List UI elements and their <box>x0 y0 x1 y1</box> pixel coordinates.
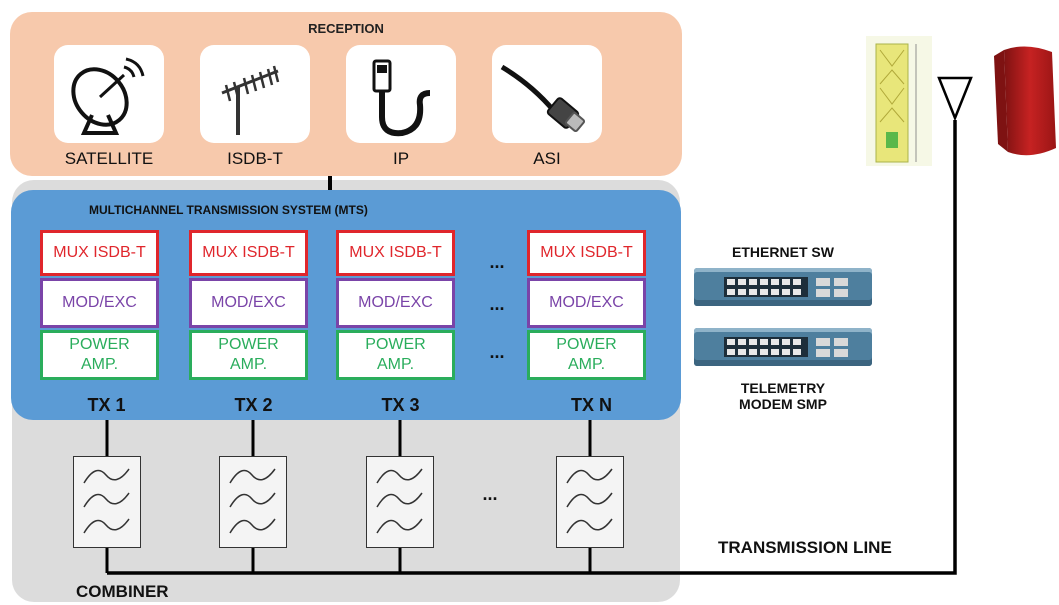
amp-line1: POWER <box>556 336 617 353</box>
tx2-mod: MOD/EXC <box>189 278 308 328</box>
panel-antenna-icon <box>875 43 917 163</box>
tx3-mux: MUX ISDB-T <box>336 230 455 276</box>
mux-ellipsis: ... <box>489 252 505 272</box>
bandpass-filter-icon <box>229 468 276 534</box>
isdbt-source <box>200 45 310 143</box>
combiner-label: COMBINER <box>76 582 169 601</box>
asi-source <box>492 45 602 143</box>
bandpass-filter-icon <box>376 468 423 534</box>
txn-label: TX N <box>570 395 612 415</box>
telemetry-label: TELEMETRY MODEM SMP <box>694 380 872 412</box>
asi-label: ASI <box>533 149 561 168</box>
tx1-label: TX 1 <box>87 395 126 415</box>
mod-ellipsis: ... <box>489 294 505 314</box>
tx1-mod: MOD/EXC <box>40 278 159 328</box>
filter-n <box>556 456 624 548</box>
transmission-line-wire <box>107 120 957 575</box>
ip-label: IP <box>392 149 410 168</box>
tx2-amp: POWER AMP. <box>189 330 308 380</box>
antenna-icon <box>937 76 973 122</box>
tx1-mux: MUX ISDB-T <box>40 230 159 276</box>
antenna-panel-image <box>866 36 932 166</box>
ip-source <box>346 45 456 143</box>
filter-3 <box>366 456 434 548</box>
mts-title: MULTICHANNEL TRANSMISSION SYSTEM (MTS) <box>89 203 368 217</box>
amp-line1: POWER <box>69 336 130 353</box>
ethernet-cable-icon <box>372 59 431 137</box>
tx1-amp: POWER AMP. <box>40 330 159 380</box>
tx3-label: TX 3 <box>381 395 420 415</box>
tx2-label: TX 2 <box>234 395 273 415</box>
filter-1 <box>73 456 141 548</box>
tx3-mod: MOD/EXC <box>336 278 455 328</box>
txn-mod: MOD/EXC <box>527 278 646 328</box>
amp-line2: AMP. <box>80 356 119 373</box>
amp-line2: AMP. <box>567 356 606 373</box>
satellite-source <box>54 45 164 143</box>
tx3-amp: POWER AMP. <box>336 330 455 380</box>
txn-mux: MUX ISDB-T <box>527 230 646 276</box>
tv-antenna-icon <box>221 65 280 135</box>
filter-ellipsis: ... <box>482 484 498 504</box>
amp-line2: AMP. <box>229 356 268 373</box>
isdbt-label: ISDB-T <box>227 149 283 168</box>
radome-antenna-image <box>986 40 1058 164</box>
ethernet-switch-icon <box>694 268 872 306</box>
satellite-dish-icon <box>71 57 145 135</box>
tx2-mux: MUX ISDB-T <box>189 230 308 276</box>
mts-panel: MULTICHANNEL TRANSMISSION SYSTEM (MTS) M… <box>11 190 681 420</box>
telemetry-modem-icon <box>694 328 872 366</box>
reception-panel: RECEPTION SATELLITE ISDB-T <box>10 12 682 176</box>
amp-line2: AMP. <box>376 356 415 373</box>
bandpass-filter-icon <box>566 468 613 534</box>
modem-ports <box>724 337 848 357</box>
transmission-line-label: TRANSMISSION LINE <box>718 538 892 557</box>
telemetry-line1: TELEMETRY <box>740 380 826 396</box>
filter-2 <box>219 456 287 548</box>
ethernet-sw-label: ETHERNET SW <box>732 244 834 260</box>
switch-ports <box>724 277 848 297</box>
telemetry-line2: MODEM SMP <box>739 396 827 412</box>
coax-cable-icon <box>500 64 586 133</box>
txn-amp: POWER AMP. <box>527 330 646 380</box>
satellite-label: SATELLITE <box>64 149 154 168</box>
amp-line1: POWER <box>218 336 279 353</box>
reception-title: RECEPTION <box>308 21 384 36</box>
amp-line1: POWER <box>365 336 426 353</box>
amp-ellipsis: ... <box>489 342 505 362</box>
radome-icon <box>994 46 1056 156</box>
bandpass-filter-icon <box>83 468 130 534</box>
